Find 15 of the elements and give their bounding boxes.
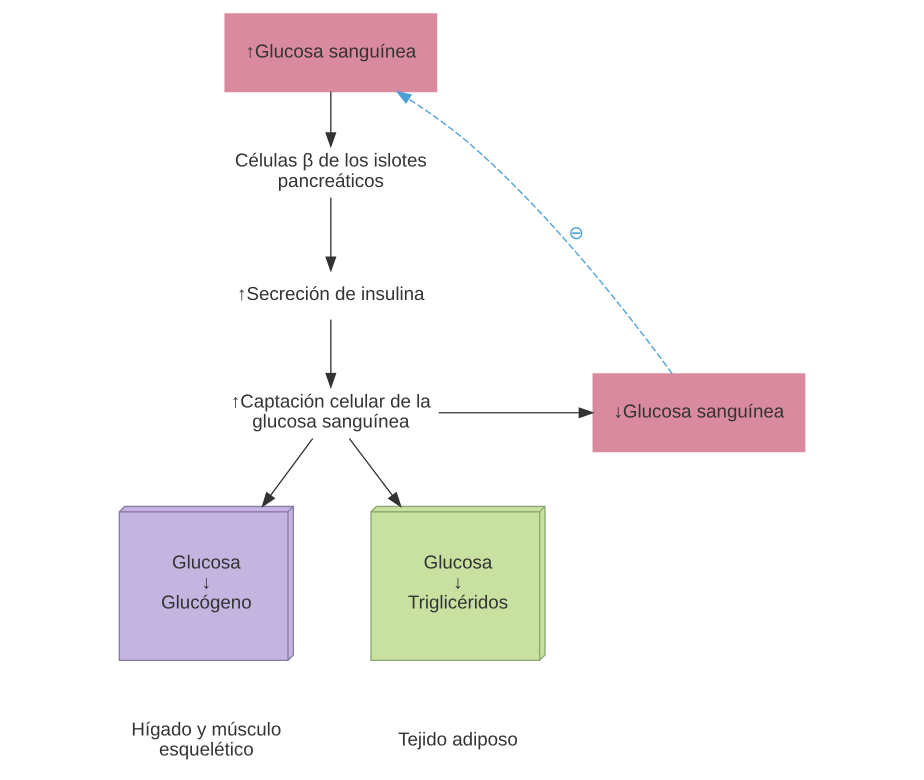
arrow [325,320,336,389]
node-box: ↓Glucosa sanguínea [592,373,806,452]
node-label: Tejido adiposo [398,728,518,750]
node-text: ↑Captación celular de la glucosa sanguínea [230,390,431,432]
arrow [395,90,673,374]
arrow [325,198,336,273]
arrow [261,438,314,508]
node-text: Células β de los islotes pancreáticos [234,150,427,191]
arrow [325,92,336,148]
arrow [438,407,595,418]
node-box: ↑Glucosa sanguínea [224,13,438,92]
node-label: Hígado y músculo esquelético [131,718,282,760]
arrow [348,438,402,508]
node-text: ↑Secreción de insulina [237,282,424,304]
edge-label: ⊖ [568,222,584,244]
